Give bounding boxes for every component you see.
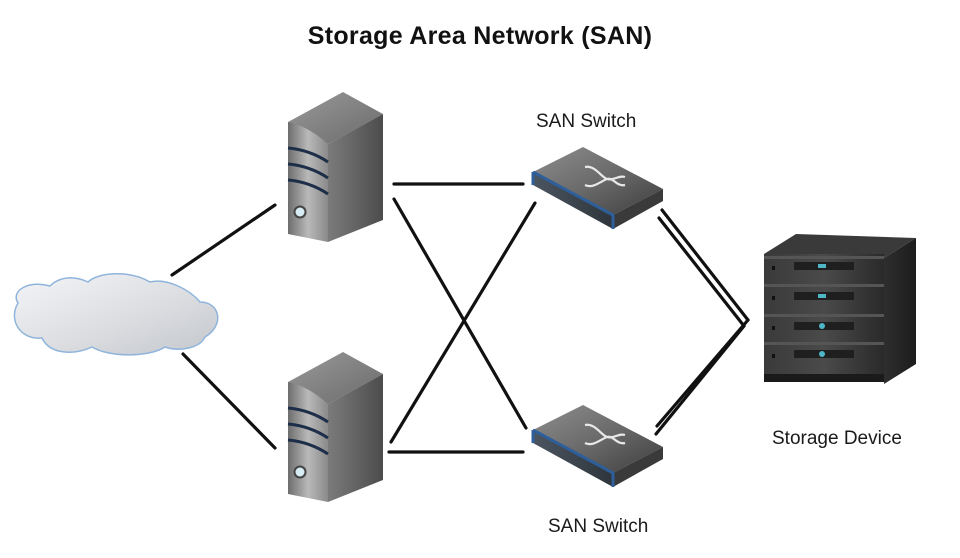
switch-bottom-label: SAN Switch (548, 516, 649, 537)
cloud-icon (13, 273, 219, 356)
storage-device-label: Storage Device (772, 428, 902, 449)
diagram-title: Storage Area Network (SAN) (307, 22, 653, 50)
network-switch-icon (531, 147, 663, 229)
server-bottom (287, 352, 383, 502)
storage-device (764, 234, 916, 384)
edge-switch-top-storage (657, 208, 750, 328)
server-tower-icon (287, 92, 383, 242)
connections (170, 182, 750, 454)
server-tower-icon (287, 352, 383, 502)
edge-cloud-server-bottom (181, 352, 277, 450)
edge-server-bottom-switch-top (389, 201, 537, 444)
switch-top-label: SAN Switch (536, 111, 637, 132)
network-switch-icon (531, 405, 663, 487)
switch-bottom (531, 405, 663, 487)
storage-array-icon (764, 234, 916, 384)
edge-server-top-switch-bottom (392, 197, 528, 430)
switch-top (531, 147, 663, 229)
server-top (287, 92, 383, 242)
edge-cloud-server-top (170, 203, 277, 277)
edge-switch-bottom-storage (654, 318, 750, 436)
